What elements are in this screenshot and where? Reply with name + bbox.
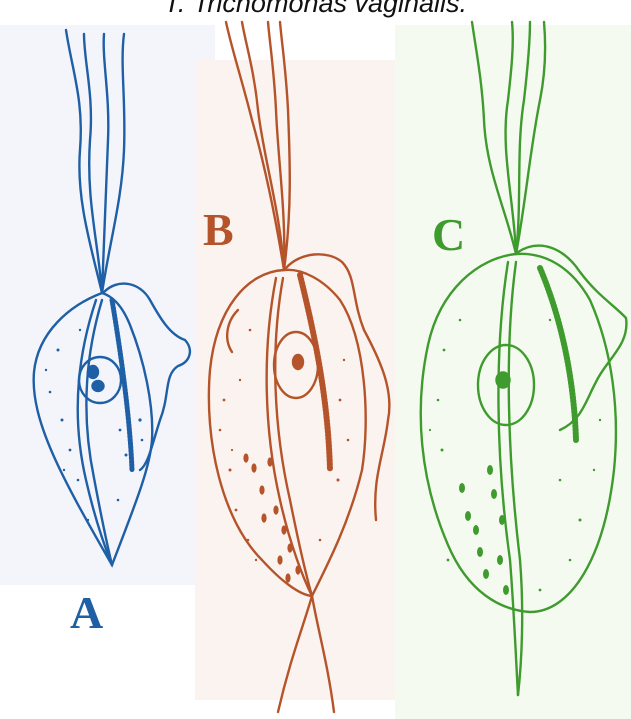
background-panel-b	[195, 60, 410, 700]
nucleolus-a-2	[93, 381, 104, 391]
figure-caption: T. Trichomonas vaginalis.	[0, 0, 631, 28]
panel-label-a: A	[70, 590, 103, 636]
nucleolus-c	[497, 373, 510, 388]
panel-label-b: B	[203, 207, 234, 253]
nucleolus-a-1	[88, 366, 98, 378]
nucleolus-b	[293, 355, 303, 369]
panel-label-c: C	[432, 212, 465, 258]
